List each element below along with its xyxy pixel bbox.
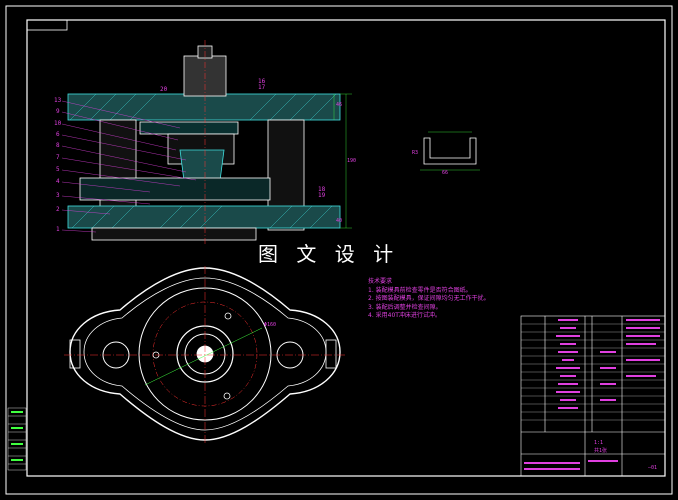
- part-number-6: 6: [56, 131, 60, 138]
- part-number-10: 10: [54, 120, 62, 127]
- upper-die-plate: [67, 93, 341, 121]
- side-legend: [7, 407, 27, 471]
- lower-die-plate: [67, 205, 341, 229]
- part-radius-dimension: R3: [412, 150, 419, 156]
- tech-req-item: 3. 装配后调整并检查间隙。: [368, 303, 442, 311]
- corner-box: [26, 19, 68, 31]
- part-number-20: 20: [160, 86, 168, 93]
- part-number-18: 18: [318, 186, 326, 193]
- technical-requirements: 技术要求 1. 装配模具前检查零件是否符合图纸。 2. 按图装配模具，保证间隙均…: [368, 278, 490, 321]
- part-number-5: 5: [56, 166, 60, 173]
- tech-req-item: 1. 装配模具前检查零件是否符合图纸。: [368, 286, 472, 294]
- part-number-19: 19: [318, 192, 326, 199]
- top-plate-dimension: 46: [336, 102, 343, 108]
- clamp-left: [69, 339, 81, 369]
- tech-req-item: 4. 采用40T冲床进行试冲。: [368, 312, 441, 320]
- title-block-sheet: 共1张: [594, 448, 608, 454]
- part-number-17: 17: [258, 84, 266, 91]
- plan-view: [64, 266, 346, 444]
- outer-border: [5, 5, 673, 495]
- part-number-9: 9: [56, 108, 60, 115]
- part-number-13: 13: [54, 97, 62, 104]
- part-number-4: 4: [56, 178, 60, 185]
- watermark-text: 图 文 设 计: [258, 242, 400, 266]
- section-view: [61, 40, 352, 246]
- bottom-plate-dimension: 40: [336, 218, 343, 224]
- plate-outline: [69, 267, 341, 441]
- height-dimension: 190: [347, 158, 357, 164]
- part-number-2: 2: [56, 206, 60, 213]
- part-number-16: 16: [258, 78, 266, 85]
- part-sketch: [420, 131, 480, 171]
- part-number-3: 3: [56, 192, 60, 199]
- die-plate: [79, 177, 271, 201]
- stripper-plate: [139, 121, 239, 135]
- part-number-7: 7: [56, 154, 60, 161]
- base: [91, 227, 257, 241]
- bolt-hole: [224, 312, 232, 320]
- part-profile: [423, 137, 477, 165]
- tech-req-title: 技术要求: [368, 278, 393, 285]
- part-number-8: 8: [56, 142, 60, 149]
- title-block-scale: 1:1: [594, 440, 604, 446]
- diameter-leader: [144, 327, 263, 386]
- bolt-hole: [223, 392, 231, 400]
- part-width-dimension: 66: [442, 170, 449, 176]
- diameter-dimension: Φ160: [264, 322, 277, 328]
- tech-req-item: 2. 按图装配模具，保证间隙均匀无工作干扰。: [368, 295, 490, 303]
- inner-border: [26, 19, 666, 477]
- title-block-drawing-no: —01: [648, 465, 658, 471]
- part-number-1: 1: [56, 226, 60, 233]
- title-block-rows: [521, 323, 665, 421]
- clamp-right: [325, 339, 337, 369]
- plate-inner-outline: [83, 277, 327, 431]
- title-block-fills: [524, 319, 660, 470]
